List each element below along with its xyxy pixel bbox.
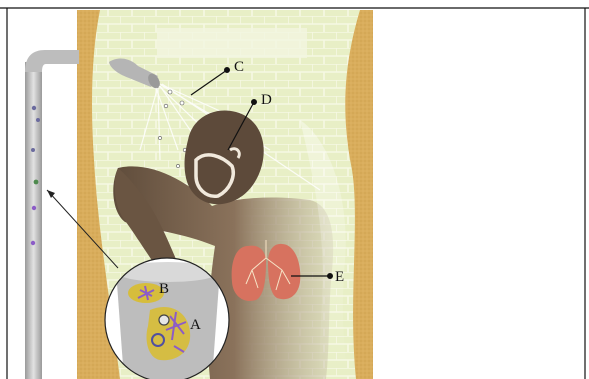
label-c: C xyxy=(234,59,244,75)
label-a: A xyxy=(190,317,201,333)
wall-light-panel xyxy=(157,28,307,58)
shower-pipe xyxy=(25,50,79,379)
label-d: D xyxy=(261,92,272,108)
lung-left xyxy=(232,246,266,301)
protozoa-cell xyxy=(159,315,169,325)
pipe-bend xyxy=(25,50,79,72)
label-e: E xyxy=(335,269,344,285)
label-b: B xyxy=(159,281,169,297)
